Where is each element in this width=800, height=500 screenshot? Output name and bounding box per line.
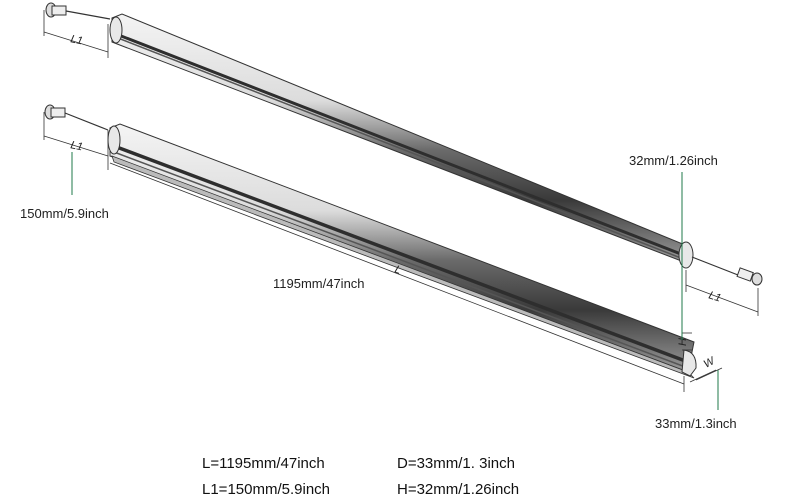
height-callout: 32mm/1.26inch: [629, 153, 718, 168]
lower-l1-label: L1: [69, 139, 83, 153]
height-dimension: [682, 332, 692, 351]
upper-right-connector: [691, 256, 763, 286]
spec-diameter: D=33mm/1. 3inch: [397, 455, 515, 472]
callout-leaders: [71, 152, 719, 410]
spec-length: L=1195mm/47inch: [202, 455, 325, 472]
width-callout: 33mm/1.3inch: [655, 416, 737, 431]
lower-tube-body: [109, 123, 695, 373]
upper-left-connector: [45, 2, 111, 20]
right-l1-label: L1: [707, 289, 722, 304]
l1-callout: 150mm/5.9inch: [20, 206, 109, 221]
length-callout: 1195mm/47inch: [273, 276, 365, 291]
height-label: H: [677, 338, 689, 346]
upper-l1-dimension: [43, 10, 109, 58]
lower-left-connector: [44, 104, 109, 131]
width-label: W: [702, 354, 718, 370]
spec-l1: L1=150mm/5.9inch: [202, 481, 330, 498]
lower-tube: [43, 104, 723, 392]
right-l1-dimension: [685, 270, 759, 316]
lower-l1-dimension: [43, 112, 109, 160]
spec-height: H=32mm/1.26inch: [397, 481, 520, 498]
length-label: L: [393, 264, 403, 277]
length-dimension: [107, 160, 685, 392]
upper-l1-label: L1: [69, 33, 83, 47]
lower-tube-bracket: [111, 155, 695, 379]
